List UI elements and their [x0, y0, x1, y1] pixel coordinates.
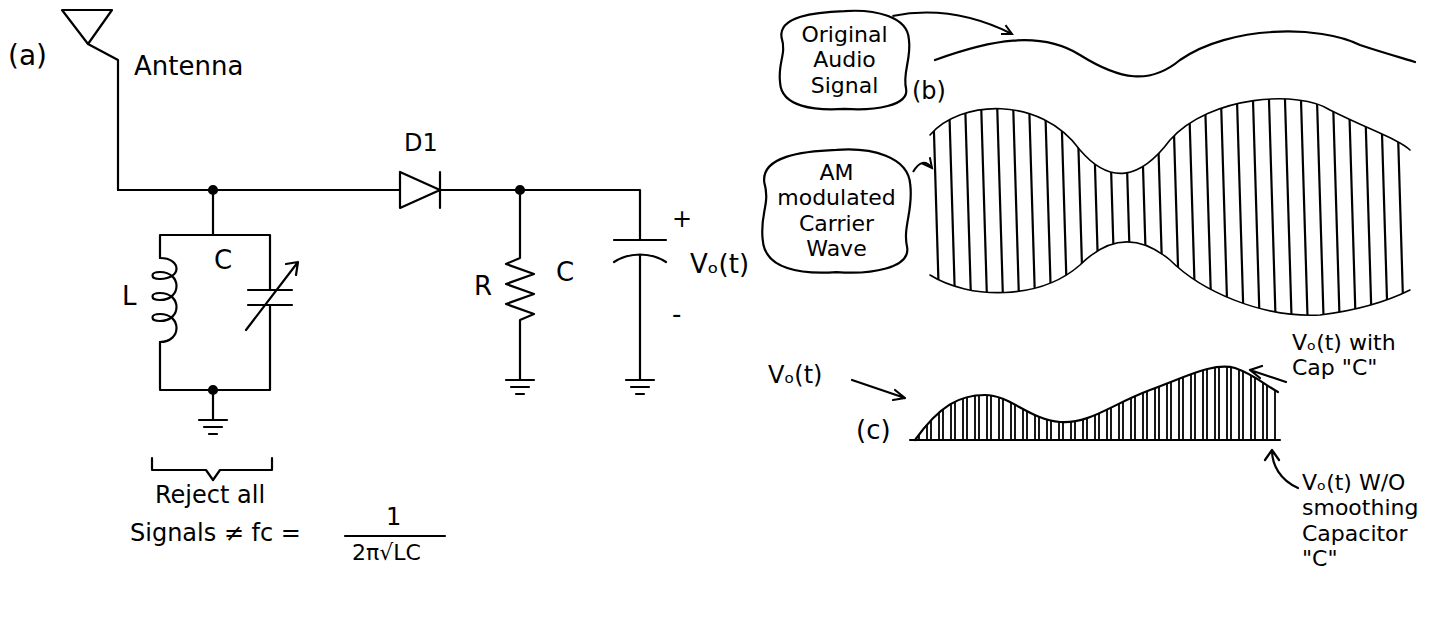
- figure-letter: (c): [856, 416, 891, 446]
- callout-text: Original Audio Signal: [792, 22, 897, 98]
- part-name: R: [474, 272, 492, 302]
- bracket: [152, 458, 272, 480]
- carrier-waveform: [925, 90, 1415, 325]
- baseline: [910, 439, 1280, 441]
- ground-symbol: [506, 380, 534, 394]
- callout-text: AM modulated Carrier Wave: [774, 160, 899, 261]
- note: Signals ≠ fc =: [130, 520, 301, 548]
- arrowhead: [1001, 25, 1012, 34]
- part-name: Antenna: [134, 52, 243, 82]
- part-name: L: [122, 282, 137, 312]
- callout-bubble: Original Audio Signal: [776, 8, 913, 112]
- polarity-mark: -: [672, 300, 681, 330]
- formula-part: 1: [386, 504, 401, 532]
- variable-capacitor-symbol: [246, 262, 298, 330]
- audio-waveform: [935, 31, 1415, 76]
- smoothed-output: [915, 367, 1278, 440]
- signal-name: Vₒ(t): [690, 250, 749, 280]
- fraction-bar: [345, 535, 445, 537]
- part-name: C: [556, 258, 574, 288]
- leader-arrow: [1265, 450, 1298, 488]
- formula-part: 2π√LC: [352, 540, 421, 565]
- figure-letter: (b): [912, 78, 946, 106]
- callout-note: Vₒ(t) W/O smoothing Capacitor "C": [1302, 470, 1427, 571]
- antenna-symbol: [62, 10, 118, 190]
- capacitor-symbol: [614, 240, 666, 380]
- rectified-waveform: [910, 355, 1282, 445]
- note: Reject all: [155, 482, 265, 510]
- polarity-mark: +: [672, 206, 692, 234]
- carrier-envelope: [930, 99, 1410, 315]
- leader-arrow: [892, 13, 1012, 34]
- diode-symbol: [400, 172, 440, 208]
- part-name: D1: [404, 130, 438, 158]
- part-name: C: [214, 246, 232, 276]
- signal-name: Vₒ(t): [768, 362, 822, 390]
- callout-bubble: AM modulated Carrier Wave: [758, 146, 915, 276]
- inductor-symbol: [153, 258, 177, 342]
- leader-arrow: [1250, 366, 1286, 382]
- figure-letter: (a): [8, 40, 47, 72]
- wire: [118, 190, 640, 240]
- leader-arrow: [852, 380, 905, 400]
- junction-dot: [209, 386, 217, 394]
- callout-note: Vₒ(t) with Cap "C": [1292, 330, 1407, 381]
- ground-symbol: [199, 420, 227, 434]
- ground-symbol: [626, 380, 654, 394]
- resistor-symbol: [506, 190, 534, 380]
